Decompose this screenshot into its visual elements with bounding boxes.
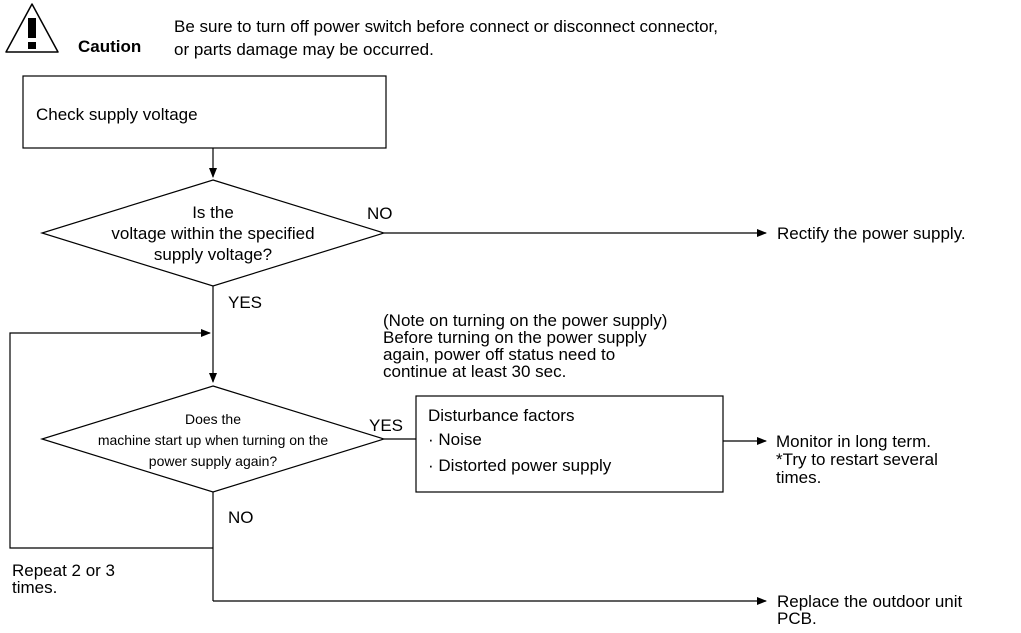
repeat-loop-arrow <box>9 329 213 549</box>
caution-text-line1: Be sure to turn off power switch before … <box>174 17 718 36</box>
note-line4: continue at least 30 sec. <box>383 362 566 381</box>
repeat-line2: times. <box>12 578 57 597</box>
rectify-label: Rectify the power supply. <box>777 224 966 243</box>
caution-label: Caution <box>78 37 141 56</box>
q2-line3: power supply again? <box>149 453 278 469</box>
disturbance-factors-box <box>415 395 724 493</box>
caution-text-line2: or parts damage may be occurred. <box>174 40 434 59</box>
note-line2: Before turning on the power supply <box>383 328 647 347</box>
q2-line1: Does the <box>185 411 241 427</box>
q1-line2: voltage within the specified <box>111 224 314 243</box>
replace-line2: PCB. <box>777 609 817 628</box>
disturbance-distorted: · Distorted power supply <box>428 456 612 475</box>
monitor-line3: times. <box>776 468 821 487</box>
q2-line2: machine start up when turning on the <box>98 432 329 448</box>
caution-icon <box>5 3 59 53</box>
q1-line3: supply voltage? <box>154 245 272 264</box>
disturbance-noise: · Noise <box>428 430 482 449</box>
note-line3: again, power off status need to <box>383 345 615 364</box>
replace-line1: Replace the outdoor unit <box>777 592 963 611</box>
monitor-line2: *Try to restart several <box>776 450 938 469</box>
repeat-line1: Repeat 2 or 3 <box>12 561 115 580</box>
q2-yes-label: YES <box>369 416 403 435</box>
q1-line1: Is the <box>192 203 234 222</box>
q1-yes-label: YES <box>228 293 262 312</box>
disturbance-title: Disturbance factors <box>428 406 574 425</box>
q1-no-label: NO <box>367 204 393 223</box>
monitor-line1: Monitor in long term. <box>776 432 931 451</box>
q2-no-label: NO <box>228 508 254 527</box>
note-line1: (Note on turning on the power supply) <box>383 311 667 330</box>
check-supply-voltage-box <box>22 75 387 149</box>
check-supply-voltage-label: Check supply voltage <box>36 105 198 124</box>
